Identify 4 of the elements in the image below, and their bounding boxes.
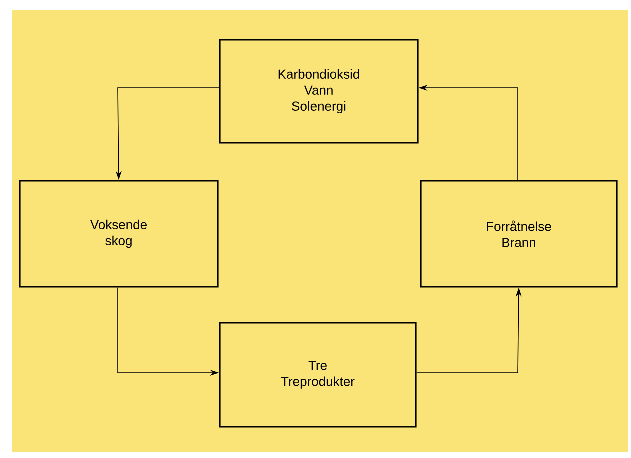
process-box: Voksende skog (19, 180, 219, 288)
process-box: Forråtnelse Brann (420, 180, 618, 288)
process-box: Karbondioksid Vann Solenergi (219, 39, 419, 144)
process-box: Tre Treprodukter (219, 322, 417, 428)
